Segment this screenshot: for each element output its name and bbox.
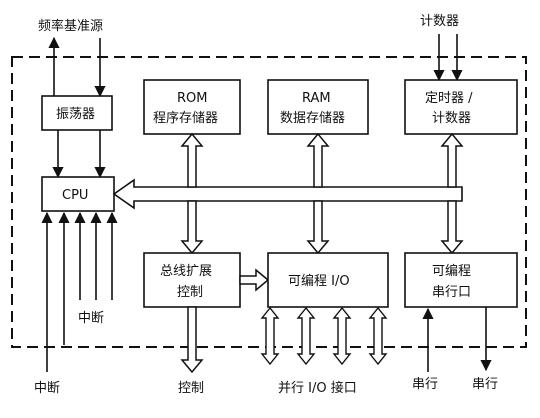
programmable-io-label: 可编程 I/O [288, 274, 350, 289]
control-label: 控制 [178, 381, 204, 396]
freq-source-label: 频率基准源 [38, 18, 103, 34]
oscillator-label: 振荡器 [56, 107, 95, 122]
timer-bus-arrow [440, 132, 464, 255]
counter-top-label: 计数器 [420, 14, 459, 29]
interrupt-outer-label: 中断 [34, 381, 60, 396]
rom-label-line2: 程序存储器 [153, 111, 218, 126]
timer-label-line1: 定时器 / [425, 91, 473, 106]
programmable-io-block [267, 252, 389, 308]
rom-label-line1: ROM [177, 91, 207, 106]
control-output-arrow [180, 306, 204, 374]
bus-ext-label-line1: 总线扩展 [160, 264, 212, 279]
bus-ext-to-io-arrow [239, 268, 270, 292]
parallel-io-label: 并行 I/O 接口 [278, 380, 357, 396]
ram-label-line2: 数据存储器 [280, 111, 345, 126]
cpu-block [41, 176, 115, 212]
bus-ext-label-line2: 控制 [177, 285, 203, 300]
oscillator-block [41, 95, 113, 131]
serial-in-label: 串行 [412, 377, 438, 392]
serial-label-line2: 串行口 [432, 285, 471, 300]
serial-label-line1: 可编程 [432, 264, 471, 279]
interrupt-inputs [41, 211, 118, 372]
serial-port-block [404, 252, 518, 308]
timer-counter-block [404, 79, 518, 135]
parallel-io-arrows [260, 306, 388, 366]
internal-bus [112, 178, 463, 210]
rom-bus-arrow [180, 132, 204, 255]
timer-label-line2: 计数器 [432, 111, 471, 126]
ram-bus-arrow [306, 132, 330, 255]
ram-label-line1: RAM [302, 91, 331, 106]
interrupt-inner-label: 中断 [78, 311, 104, 326]
cpu-label: CPU [62, 188, 88, 203]
rom-block [143, 79, 241, 135]
ram-block [267, 79, 369, 135]
serial-out-label: 串行 [472, 377, 498, 392]
